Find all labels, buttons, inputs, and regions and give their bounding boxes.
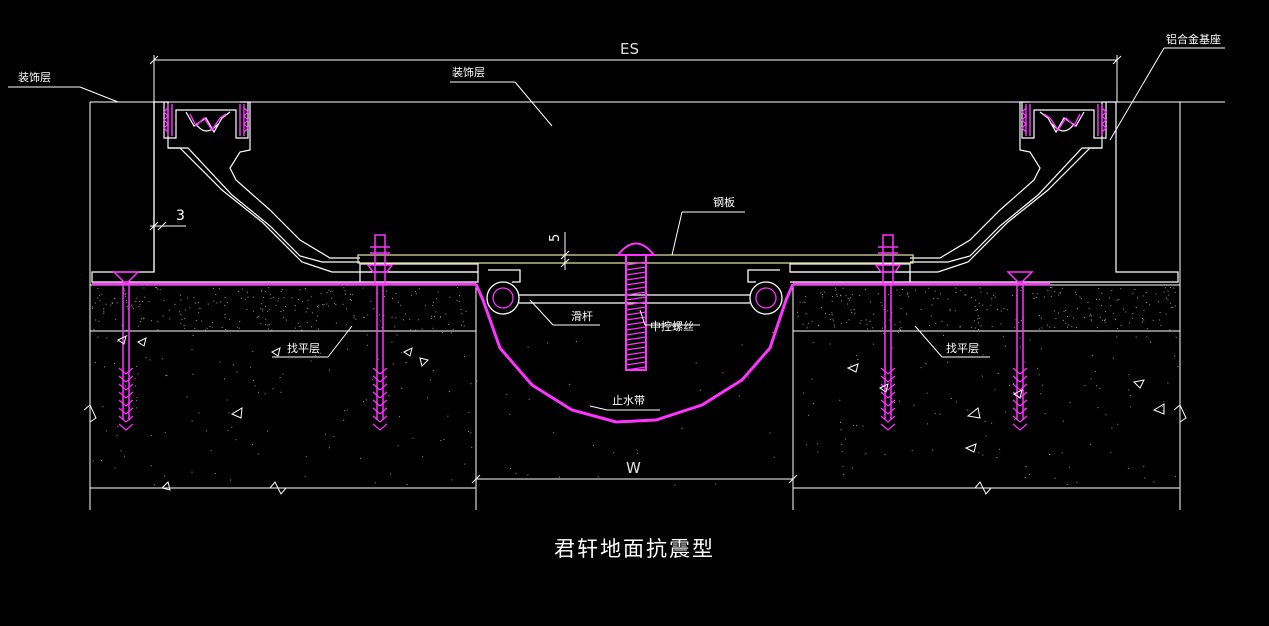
rubber-seal-right [1021, 104, 1107, 136]
anchor-bolt-outer-right [1006, 271, 1034, 420]
label-slide-bar: 滑杆 [571, 309, 593, 323]
aggregate-marks [117, 335, 1165, 491]
dimension-w-label: W [626, 459, 641, 477]
drawing-caption: 君轩地面抗震型 [554, 537, 715, 561]
dimension-w [471, 474, 798, 484]
label-steel-plate: 钢板 [713, 195, 735, 209]
concrete-texture [92, 287, 1179, 486]
dimension-es-label: ES [620, 40, 639, 58]
anchor-bolt-outer-left [112, 271, 140, 420]
label-decor-left: 装饰层 [18, 70, 51, 84]
label-center-screw: 中控螺丝 [650, 319, 694, 333]
waterstop [474, 283, 795, 424]
slide-bar [486, 269, 783, 315]
dimension-3 [149, 221, 186, 231]
label-waterstop: 止水带 [612, 394, 645, 407]
dimension-5 [560, 232, 570, 270]
base-plates [359, 263, 911, 283]
anchor-bolt-inner-left [366, 234, 394, 420]
rubber-seal-left [163, 104, 249, 136]
decor-layer [8, 86, 1225, 285]
anchor-bolt-inner-right [874, 234, 902, 420]
aluminum-base-right [909, 101, 1179, 283]
anchor-bolt-barbs [118, 367, 1028, 431]
label-leveling-left: 找平层 [287, 341, 320, 355]
leader-lines [272, 47, 1225, 411]
aluminum-base-left [91, 101, 361, 283]
label-decor-top: 装饰层 [452, 65, 485, 79]
dimension-3-label: 3 [176, 208, 185, 224]
dimension-5-label: 5 [548, 234, 563, 242]
label-alu-base: 铝合金基座 [1166, 32, 1221, 46]
dimension-es [149, 55, 1122, 102]
center-screw [615, 242, 657, 371]
label-leveling-right: 找平层 [946, 341, 979, 355]
